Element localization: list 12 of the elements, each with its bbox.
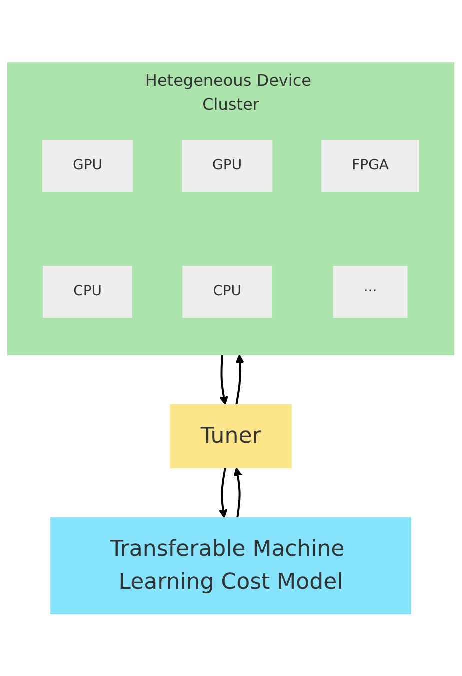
node-box: CPU [43,266,132,318]
node-box: GPU [182,140,273,192]
node-box: Tuner [170,404,292,468]
node-box: ··· [333,266,408,318]
node-box: Transferable Machine Learning Cost Model [50,517,412,614]
arrow [234,467,242,518]
arrow [220,354,228,405]
node-box: CPU [182,266,272,318]
node-box: GPU [42,140,134,192]
node-box: FPGA [322,140,420,192]
arrow [236,354,244,405]
arrow [218,467,228,518]
